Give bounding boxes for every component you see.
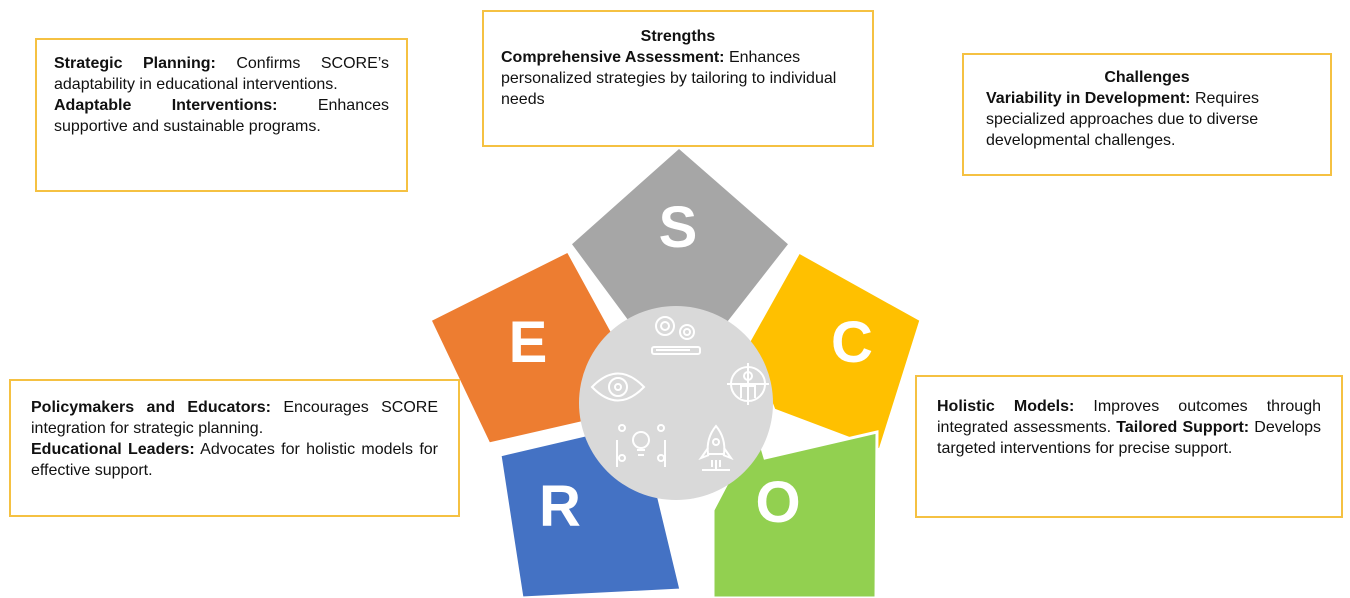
box-top-left: Strategic Planning: Confirms SCORE’s ada… [35, 38, 408, 192]
strengths-title-text: Strengths [640, 28, 716, 45]
box-challenges: Challenges Variability in Development: R… [962, 53, 1332, 176]
item-label: Tailored Support: [1116, 419, 1250, 436]
item-text: Advocates for holistic models for effect… [31, 441, 438, 479]
petal-c-letter: C [831, 310, 873, 375]
bottom-right-item-1: Holistic Models: Improves outcomes throu… [937, 396, 1321, 459]
item-label: Comprehensive Assessment: [501, 49, 725, 66]
item-text: Enhances supportive and sustainable prog… [54, 97, 389, 135]
petal-e-letter: E [509, 310, 548, 375]
item-text: Encourages SCORE integration for strateg… [31, 399, 438, 437]
item-text: Requires specialized approaches due to d… [986, 90, 1259, 149]
petal-s-letter: S [659, 195, 698, 260]
item-label: Policymakers and Educators: [31, 399, 271, 416]
box-bottom-right: Holistic Models: Improves outcomes throu… [915, 375, 1343, 518]
petal-r-letter: R [539, 474, 581, 539]
item-label: Educational Leaders: [31, 441, 195, 458]
petal-o [711, 424, 879, 598]
item-label: Strategic Planning: [54, 55, 216, 72]
bottom-left-item-1: Policymakers and Educators: Encourages S… [31, 397, 438, 439]
top-left-item-1: Strategic Planning: Confirms SCORE’s ada… [54, 53, 389, 95]
bottom-left-item-2: Educational Leaders: Advocates for holis… [31, 439, 438, 481]
gears-progress-icon [651, 316, 701, 355]
item-text: Develops targeted interventions for prec… [937, 419, 1321, 457]
box-strengths: Strengths Comprehensive Assessment: Enha… [482, 10, 874, 147]
person-target-icon [727, 363, 769, 405]
strengths-item-1: Comprehensive Assessment: Enhances perso… [501, 47, 855, 110]
petal-o-letter: O [755, 470, 800, 535]
box-bottom-left: Policymakers and Educators: Encourages S… [9, 379, 460, 517]
challenges-title: Challenges [986, 67, 1308, 88]
item-label: Holistic Models: [937, 398, 1075, 415]
item-label: Adaptable Interventions: [54, 97, 278, 114]
challenges-item-1: Variability in Development: Requires spe… [986, 88, 1308, 151]
item-label: Variability in Development: [986, 90, 1191, 107]
strengths-title: Strengths [501, 26, 855, 47]
challenges-title-text: Challenges [1104, 69, 1190, 86]
item-text: Confirms SCORE’s adaptability in educati… [54, 55, 389, 93]
rocket-icon [698, 424, 734, 471]
top-left-item-2: Adaptable Interventions: Enhances suppor… [54, 95, 389, 137]
team-idea-icon [616, 424, 666, 467]
item-text: Improves outcomes through integrated ass… [937, 398, 1322, 436]
eye-icon [590, 372, 646, 402]
item-text: Enhances personalized strategies by tail… [501, 49, 837, 108]
center-circle [579, 306, 773, 500]
